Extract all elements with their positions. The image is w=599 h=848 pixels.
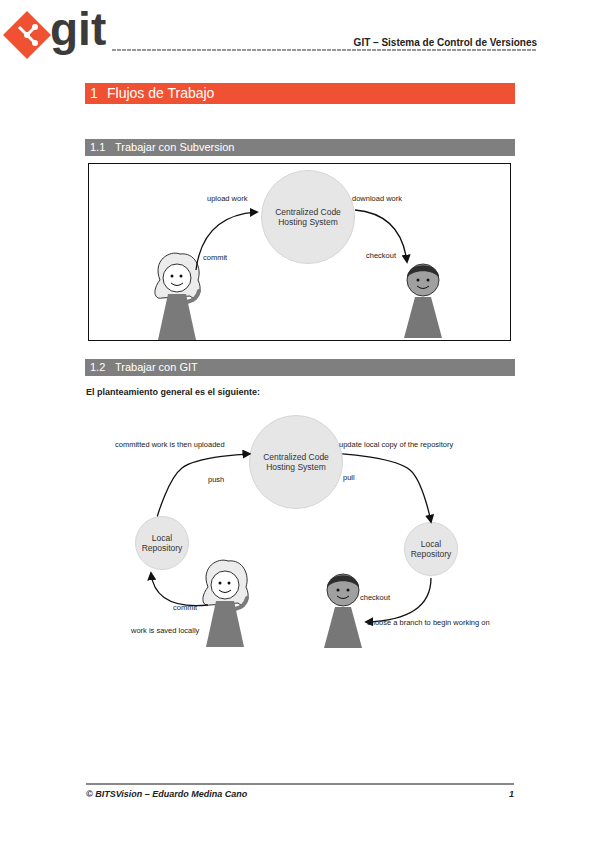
boy-figure	[404, 264, 442, 338]
logo-dot	[32, 24, 38, 30]
caption-text: committed work is then uploaded	[115, 441, 225, 450]
caption-text: checkout	[366, 252, 396, 261]
caption-text: work is saved locally	[131, 627, 199, 636]
caption-text: 1	[90, 85, 98, 101]
flow-arrow	[342, 454, 431, 522]
circle-fill	[405, 523, 458, 576]
caption-text: download work	[352, 195, 402, 204]
header-rule	[112, 50, 537, 51]
node-text: Local Repository	[407, 539, 455, 559]
flow-arrow	[355, 210, 407, 262]
repository-circle: Centralized Code Hosting System	[261, 170, 355, 264]
repository-circle: Centralized Code Hosting System	[249, 415, 343, 509]
logo-branch	[19, 27, 35, 43]
flow-arrow	[151, 573, 208, 606]
section-number: 1.2	[90, 361, 105, 373]
repository-circle: Local Repository	[135, 516, 189, 570]
caption-text: El planteamiento general es el siguiente…	[86, 387, 260, 397]
caption-text: upload work	[207, 195, 247, 204]
logo-diamond	[3, 11, 51, 59]
section-band: 1.1 Trabajar con Subversion	[85, 139, 515, 156]
caption-text: commit	[173, 604, 197, 613]
footer-text: 1	[509, 789, 514, 799]
caption-text: update local copy of the repository	[339, 441, 453, 450]
edge-label: push	[208, 476, 224, 485]
circle-fill	[262, 171, 355, 264]
section-title: Flujos de Trabajo	[107, 85, 214, 101]
section-number: 1.1	[90, 141, 105, 153]
section-heading: Trabajar con GIT	[115, 361, 198, 373]
node-text: Local Repository	[138, 533, 186, 553]
caption-text: commit	[203, 254, 227, 263]
girl-figure	[203, 560, 248, 647]
boy-figure	[324, 574, 362, 648]
logo-dot	[24, 32, 30, 38]
caption-text: checkout	[360, 594, 390, 603]
caption-text: GIT – Sistema de Control de Versiones	[354, 37, 537, 49]
circle-fill	[250, 416, 343, 509]
girl-figure	[155, 253, 200, 340]
node-text: Centralized Code Hosting System	[260, 452, 332, 472]
logo-text: git	[50, 6, 106, 52]
flow-arrow	[157, 454, 249, 517]
footer-text: © BITSVision – Eduardo Medina Cano	[86, 789, 247, 799]
caption-text: choose a branch to begin working on	[367, 619, 490, 628]
node-text: Centralized Code Hosting System	[272, 207, 344, 227]
repository-circle: Local Repository	[404, 522, 458, 576]
section-heading: Trabajar con Subversion	[115, 141, 234, 153]
logo-dot	[32, 40, 38, 46]
flow-arrow	[196, 212, 257, 270]
figure-frame	[89, 164, 511, 341]
section-bar	[85, 83, 515, 104]
section-band: 1.2 Trabajar con GIT	[85, 359, 515, 376]
footer-rule	[86, 784, 514, 785]
edge-label: pull	[343, 474, 355, 483]
circle-fill	[136, 517, 189, 570]
